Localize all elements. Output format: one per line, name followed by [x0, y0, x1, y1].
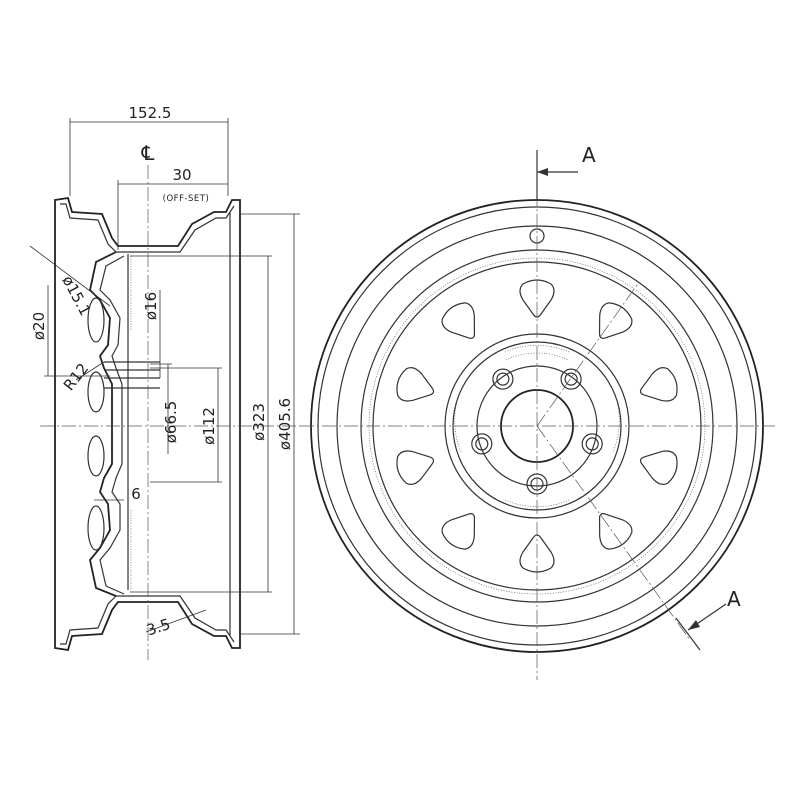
section-arrow-bottom-head	[688, 620, 700, 630]
section-line-upper	[536, 284, 638, 427]
dim-width-label: 152.5	[129, 104, 172, 122]
bolt-hole-5	[471, 433, 493, 455]
section-label-bottom: A	[727, 587, 741, 611]
bolt-hole-3-inner	[585, 437, 599, 451]
side-section-view: 152.5 ℄ 30 (OFF-SET) ø20 ø15.1 R12 ø16 ø…	[29, 104, 300, 660]
section-label-top: A	[582, 143, 596, 167]
vent-holes	[396, 279, 678, 573]
vent-hole-4	[639, 450, 678, 485]
bolt-hole-3	[581, 433, 603, 455]
dim-dia66-label: ø66.5	[162, 401, 180, 444]
dim-r12-leader	[75, 361, 105, 381]
vent-hole-10	[441, 302, 476, 339]
bolt-hole-5-inner	[475, 437, 489, 451]
dim-thick35-label: 3.5	[144, 615, 172, 639]
bolt-hole-1	[492, 368, 514, 390]
hub-slot-top	[504, 345, 570, 353]
dim-dia405-label: ø405.6	[276, 398, 294, 450]
vent-hole-7	[441, 513, 476, 550]
dim-thick35-leader	[145, 609, 207, 633]
vent-hole-8	[396, 450, 435, 485]
vent-hole-1	[519, 279, 555, 318]
dim-dia16-label: ø16	[142, 292, 160, 320]
vent-hole-side-1	[87, 297, 105, 343]
vent-hole-5	[598, 513, 633, 550]
vent-hole-side-2	[87, 371, 105, 413]
vent-hole-3	[639, 367, 678, 402]
section-mark-bottom-stem	[675, 617, 701, 651]
disc-profile-inner	[99, 255, 125, 595]
vent-hole-2	[598, 302, 633, 339]
bolt-hole-1-inner	[496, 372, 510, 386]
vent-hole-6	[519, 534, 555, 573]
dim-thick6-label: 6	[131, 485, 141, 503]
dim-r12-label: R12	[60, 360, 92, 394]
dim-dia15-line	[29, 245, 111, 307]
front-view: A A	[300, 143, 775, 680]
dim-dia15-label: ø15.1	[58, 273, 94, 319]
centerline-symbol: ℄	[141, 141, 155, 165]
dim-dia323-label: ø323	[250, 403, 268, 441]
dim-dia20-label: ø20	[30, 312, 48, 340]
hub-slot-bottom	[504, 499, 570, 507]
section-line-lower	[536, 425, 691, 641]
dim-offset-label: 30	[172, 166, 191, 184]
dim-dia112-label: ø112	[200, 407, 218, 445]
rim-profile-outer	[54, 196, 241, 652]
vent-hole-side-3	[87, 435, 105, 477]
vent-hole-side-4	[87, 505, 105, 551]
vent-hole-9	[396, 367, 435, 402]
section-arrow-top-head	[537, 168, 548, 176]
bolt-hole-2-inner	[564, 372, 578, 386]
bolt-hole-2	[560, 368, 582, 390]
dim-offset-note: (OFF-SET)	[163, 194, 210, 204]
